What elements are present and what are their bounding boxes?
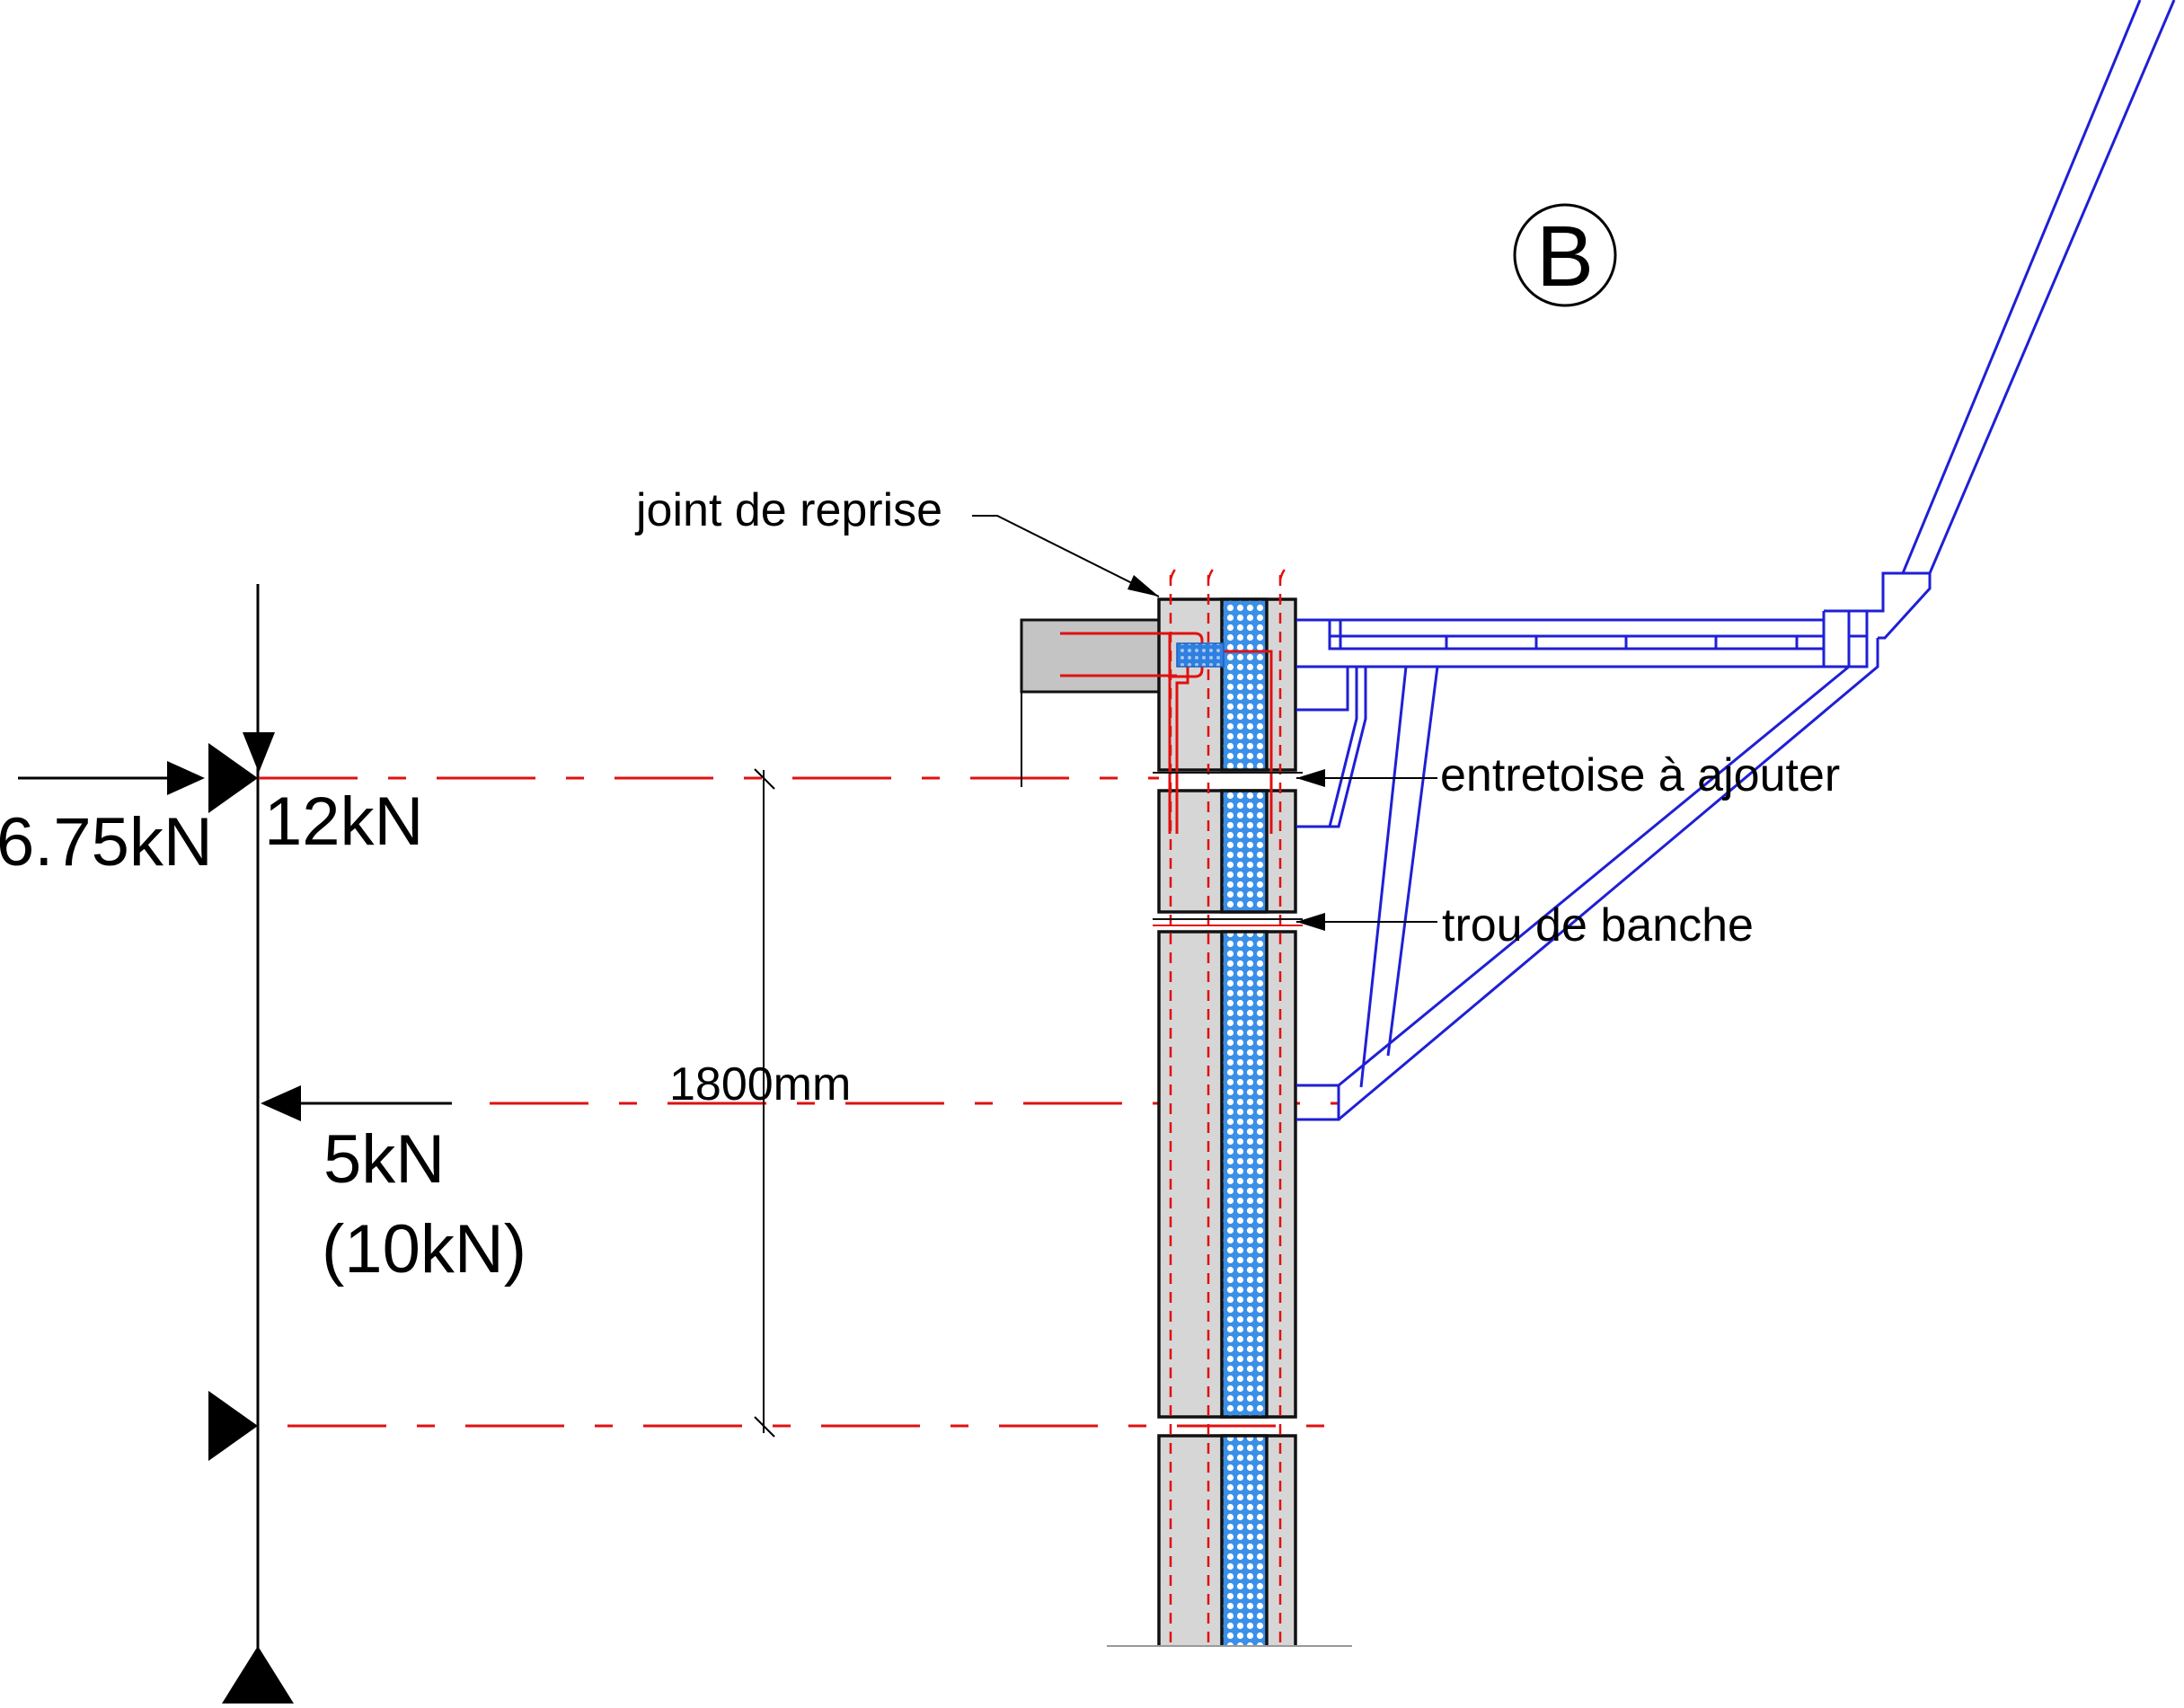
load-label-12kN: 12kN — [264, 783, 423, 860]
rebar-hook-2 — [1207, 567, 1220, 580]
label-entretoise: entretoise à ajouter — [1440, 749, 1840, 801]
lower-bracket-plate — [1296, 1084, 1340, 1121]
dimension-tick-top — [754, 768, 775, 790]
guardrail-post — [1867, 571, 1932, 640]
axis-lines — [259, 776, 1339, 1428]
label-joint-de-reprise: joint de reprise — [634, 484, 942, 536]
wall-panels — [1060, 567, 1352, 1704]
guardrail-diagonal — [1901, 0, 2176, 574]
section-marker-circle — [1513, 203, 1617, 307]
bracket-clamp-top — [1296, 618, 1342, 650]
vertical-load-arrowhead — [243, 732, 275, 773]
console-bracket — [1296, 0, 2176, 1121]
annotations: joint de reprise entretoise à ajouter tr… — [634, 484, 1840, 951]
bracket-upper-plate — [1296, 665, 1349, 712]
leader-trou-arrowhead — [1296, 913, 1325, 931]
leader-joint-de-reprise — [972, 515, 1160, 597]
wall-insulation-3 — [1220, 930, 1269, 1419]
dimension-tick-bottom — [754, 1416, 775, 1438]
label-trou-de-banche: trou de banche — [1442, 899, 1754, 951]
bracket-stud — [1296, 665, 1367, 828]
dimension-label: 1800mm — [669, 1058, 851, 1111]
load-label-10kN: (10kN) — [322, 1211, 526, 1288]
slab-section — [1020, 618, 1161, 787]
top-support-triangle — [208, 743, 258, 813]
connector-block — [1176, 642, 1225, 668]
wall-insulation-1 — [1220, 597, 1269, 772]
load-label-5kN: 5kN — [323, 1121, 445, 1198]
vertical-strut — [1359, 666, 1439, 1088]
static-scheme: 6.75kN 12kN 5kN (10kN) — [0, 584, 526, 1704]
slab-grey-block — [1020, 618, 1161, 694]
load-label-6-75kN: 6.75kN — [0, 804, 213, 881]
rebar-hook-1 — [1169, 567, 1182, 580]
bottom-support-triangle — [222, 1646, 294, 1704]
diagonal-strut — [1338, 638, 1879, 1121]
wall-insulation-4 — [1220, 1434, 1269, 1673]
wall-insulation-2 — [1220, 789, 1269, 914]
wall-base-mask — [1150, 1647, 1307, 1704]
rebar-hook-3 — [1278, 567, 1292, 580]
lower-support-triangle — [208, 1391, 258, 1461]
section-marker-letter: B — [1536, 208, 1594, 305]
leader-joint-arrowhead — [1127, 575, 1159, 597]
leader-entretoise-arrowhead — [1296, 769, 1325, 787]
section-marker: B — [1513, 203, 1617, 307]
dimension-1800: 1800mm — [669, 768, 851, 1438]
horizontal-load-arrowhead — [167, 761, 205, 795]
end-clamp — [1822, 609, 1869, 668]
mid-load-arrowhead — [261, 1085, 301, 1121]
